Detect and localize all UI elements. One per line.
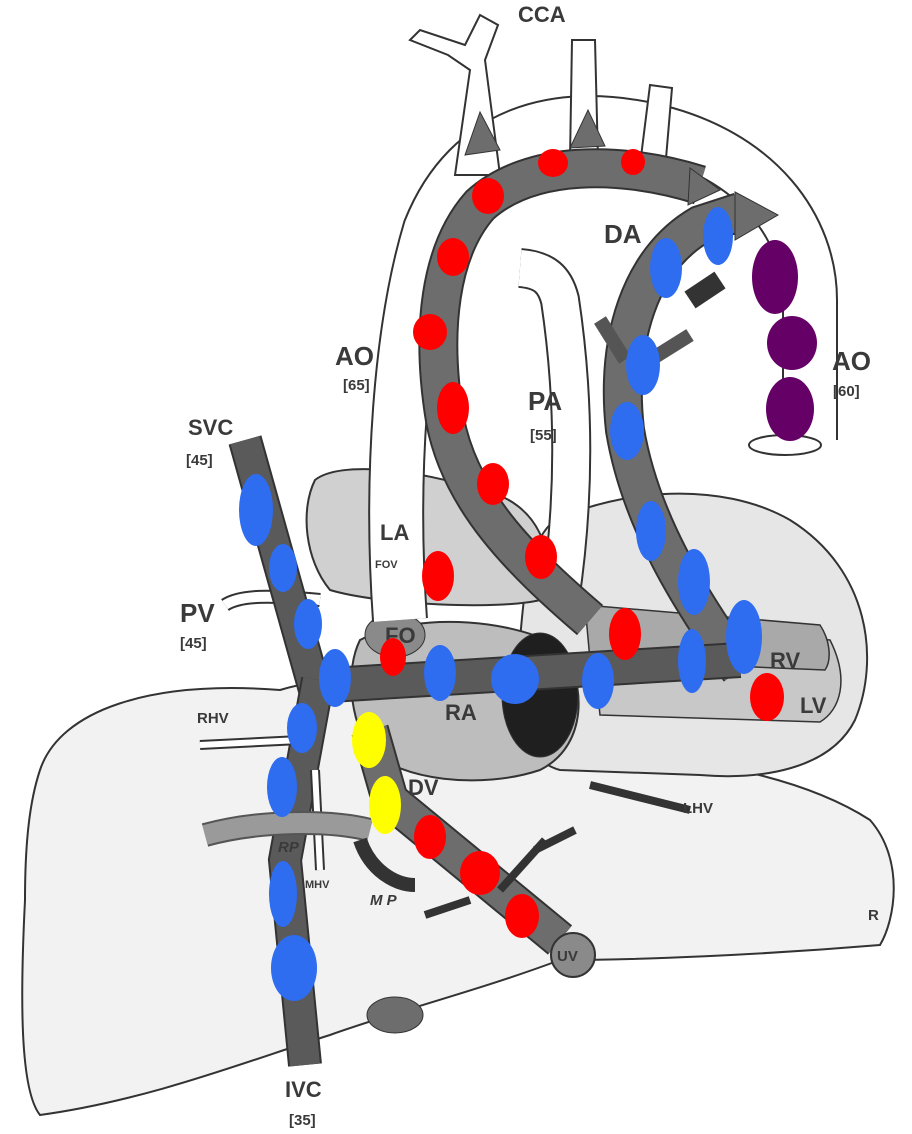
red-marker (538, 149, 568, 177)
label-ra: RA (445, 700, 477, 725)
label-rv: RV (770, 648, 800, 673)
red-marker (437, 238, 469, 276)
red-marker (750, 673, 784, 721)
red-marker (621, 149, 645, 175)
blue-marker (269, 544, 297, 592)
red-marker (505, 894, 539, 938)
blue-marker (294, 599, 322, 649)
blue-marker (491, 654, 539, 704)
label-dv: DV (408, 775, 439, 800)
label-rp: RP (278, 839, 300, 856)
yellow-marker (352, 712, 386, 768)
label-da: DA (604, 219, 642, 249)
label-mp: M P (370, 892, 398, 909)
red-marker (422, 551, 454, 601)
red-marker (609, 608, 641, 660)
red-marker (414, 815, 446, 859)
red-marker (477, 463, 509, 505)
label-uv: UV (557, 948, 578, 965)
blue-marker (610, 402, 644, 460)
label-ao-right: AO (832, 346, 871, 376)
red-marker (437, 382, 469, 434)
blue-marker (636, 501, 666, 561)
label-pa-value: [55] (530, 427, 557, 444)
label-ao-left-value: [65] (343, 377, 370, 394)
label-fov: FOV (375, 559, 398, 571)
label-pv-value: [45] (180, 635, 207, 652)
label-lv: LV (800, 693, 827, 718)
blue-marker (678, 549, 710, 615)
label-rhv: RHV (197, 710, 229, 727)
purple-marker (767, 316, 817, 370)
red-marker (413, 314, 447, 350)
yellow-marker (369, 776, 401, 834)
blue-marker (678, 629, 706, 693)
label-lhv: LHV (683, 800, 713, 817)
label-pv: PV (180, 598, 215, 628)
blue-marker (726, 600, 762, 674)
blue-marker (650, 238, 682, 298)
label-ao-right-value: [60] (833, 383, 860, 400)
red-marker (525, 535, 557, 579)
blue-marker (703, 207, 733, 265)
label-ao-left: AO (335, 341, 374, 371)
blue-marker (319, 649, 351, 707)
signature: R (868, 907, 879, 924)
label-cca: CCA (518, 2, 566, 27)
label-pa: PA (528, 386, 562, 416)
blue-marker (582, 653, 614, 709)
label-svc-value: [45] (186, 452, 213, 469)
blue-marker (626, 335, 660, 395)
blue-marker (287, 703, 317, 753)
label-svc: SVC (188, 415, 233, 440)
blue-marker (424, 645, 456, 701)
blue-marker (269, 861, 297, 927)
label-ivc-value: [35] (289, 1112, 316, 1129)
red-marker (472, 178, 504, 214)
label-ivc: IVC (285, 1077, 322, 1102)
blue-marker (267, 757, 297, 817)
branch-pulmonary-right (690, 280, 720, 300)
purple-marker (766, 377, 814, 441)
label-mhv: MHV (305, 879, 330, 891)
purple-marker (752, 240, 798, 314)
red-marker (380, 638, 406, 676)
red-marker (460, 851, 500, 895)
gallbladder (367, 997, 423, 1033)
blue-marker (239, 474, 273, 546)
label-la: LA (380, 520, 409, 545)
blue-marker (271, 935, 317, 1001)
